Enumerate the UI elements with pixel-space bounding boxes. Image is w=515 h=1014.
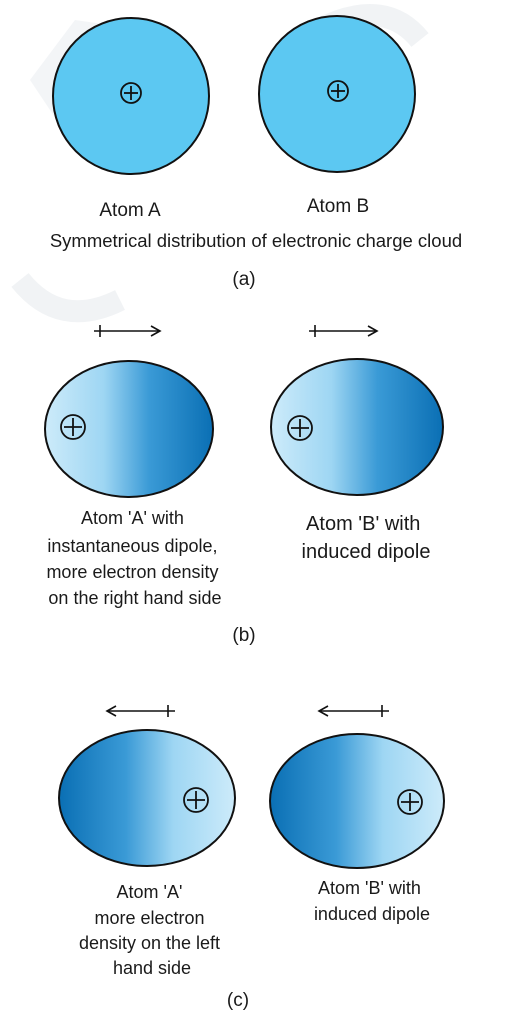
nucleus-plus-icon [398,790,422,814]
nucleus-plus-icon [288,416,312,440]
atom-b-dipole-cloud [271,359,443,495]
atom-b-label: Atom B [307,196,369,217]
panel-a-caption: Symmetrical distribution of electronic c… [50,230,462,251]
atom-b-description-line: induced dipole [302,541,431,563]
nucleus-plus-icon [184,788,208,812]
atom-b-description-line: Atom 'B' with [306,513,420,535]
atom-a-description-line: more electron density [46,562,218,582]
atom-b-description: Atom 'B' with induced dipole [302,513,431,563]
atom-a-description-line: Atom 'A' with [81,508,184,528]
atom-b-sphere [259,16,415,172]
atom-b-dipole-cloud [270,734,444,868]
nucleus-plus-icon [61,415,85,439]
atom-b-description-line: Atom 'B' with [318,878,421,898]
nucleus-plus-icon [328,81,348,101]
atom-a-description-line: hand side [113,958,191,978]
panel-c-tag: (c) [227,990,249,1011]
nucleus-plus-icon [121,83,141,103]
atom-a-description: Atom 'A' with instantaneous dipole, more… [46,508,223,608]
atom-a-description-line: instantaneous dipole, [47,536,217,556]
atom-a-label: Atom A [99,200,161,221]
dipole-arrow-right-icon [309,325,377,337]
atom-a-dipole-cloud [45,361,213,497]
panel-c: Atom 'A' more electron density on the le… [59,705,444,1011]
panel-a-tag: (a) [232,269,255,290]
atom-b-description-line: induced dipole [314,904,430,924]
panel-a: Atom A Atom B Symmetrical distribution o… [50,16,462,290]
atom-a-description-line: on the right hand side [48,588,221,608]
atom-a-description-line: more electron [94,908,204,928]
dipole-arrow-right-icon [94,325,160,337]
panel-b: Atom 'A' with instantaneous dipole, more… [45,325,443,646]
atom-a-description-line: Atom 'A' [117,882,183,902]
dipole-arrow-left-icon [107,705,175,717]
atom-a-description: Atom 'A' more electron density on the le… [79,882,225,978]
atom-b-description: Atom 'B' with induced dipole [314,878,430,924]
panel-b-tag: (b) [232,625,255,646]
dipole-arrow-left-icon [319,705,389,717]
atom-a-description-line: density on the left [79,933,220,953]
